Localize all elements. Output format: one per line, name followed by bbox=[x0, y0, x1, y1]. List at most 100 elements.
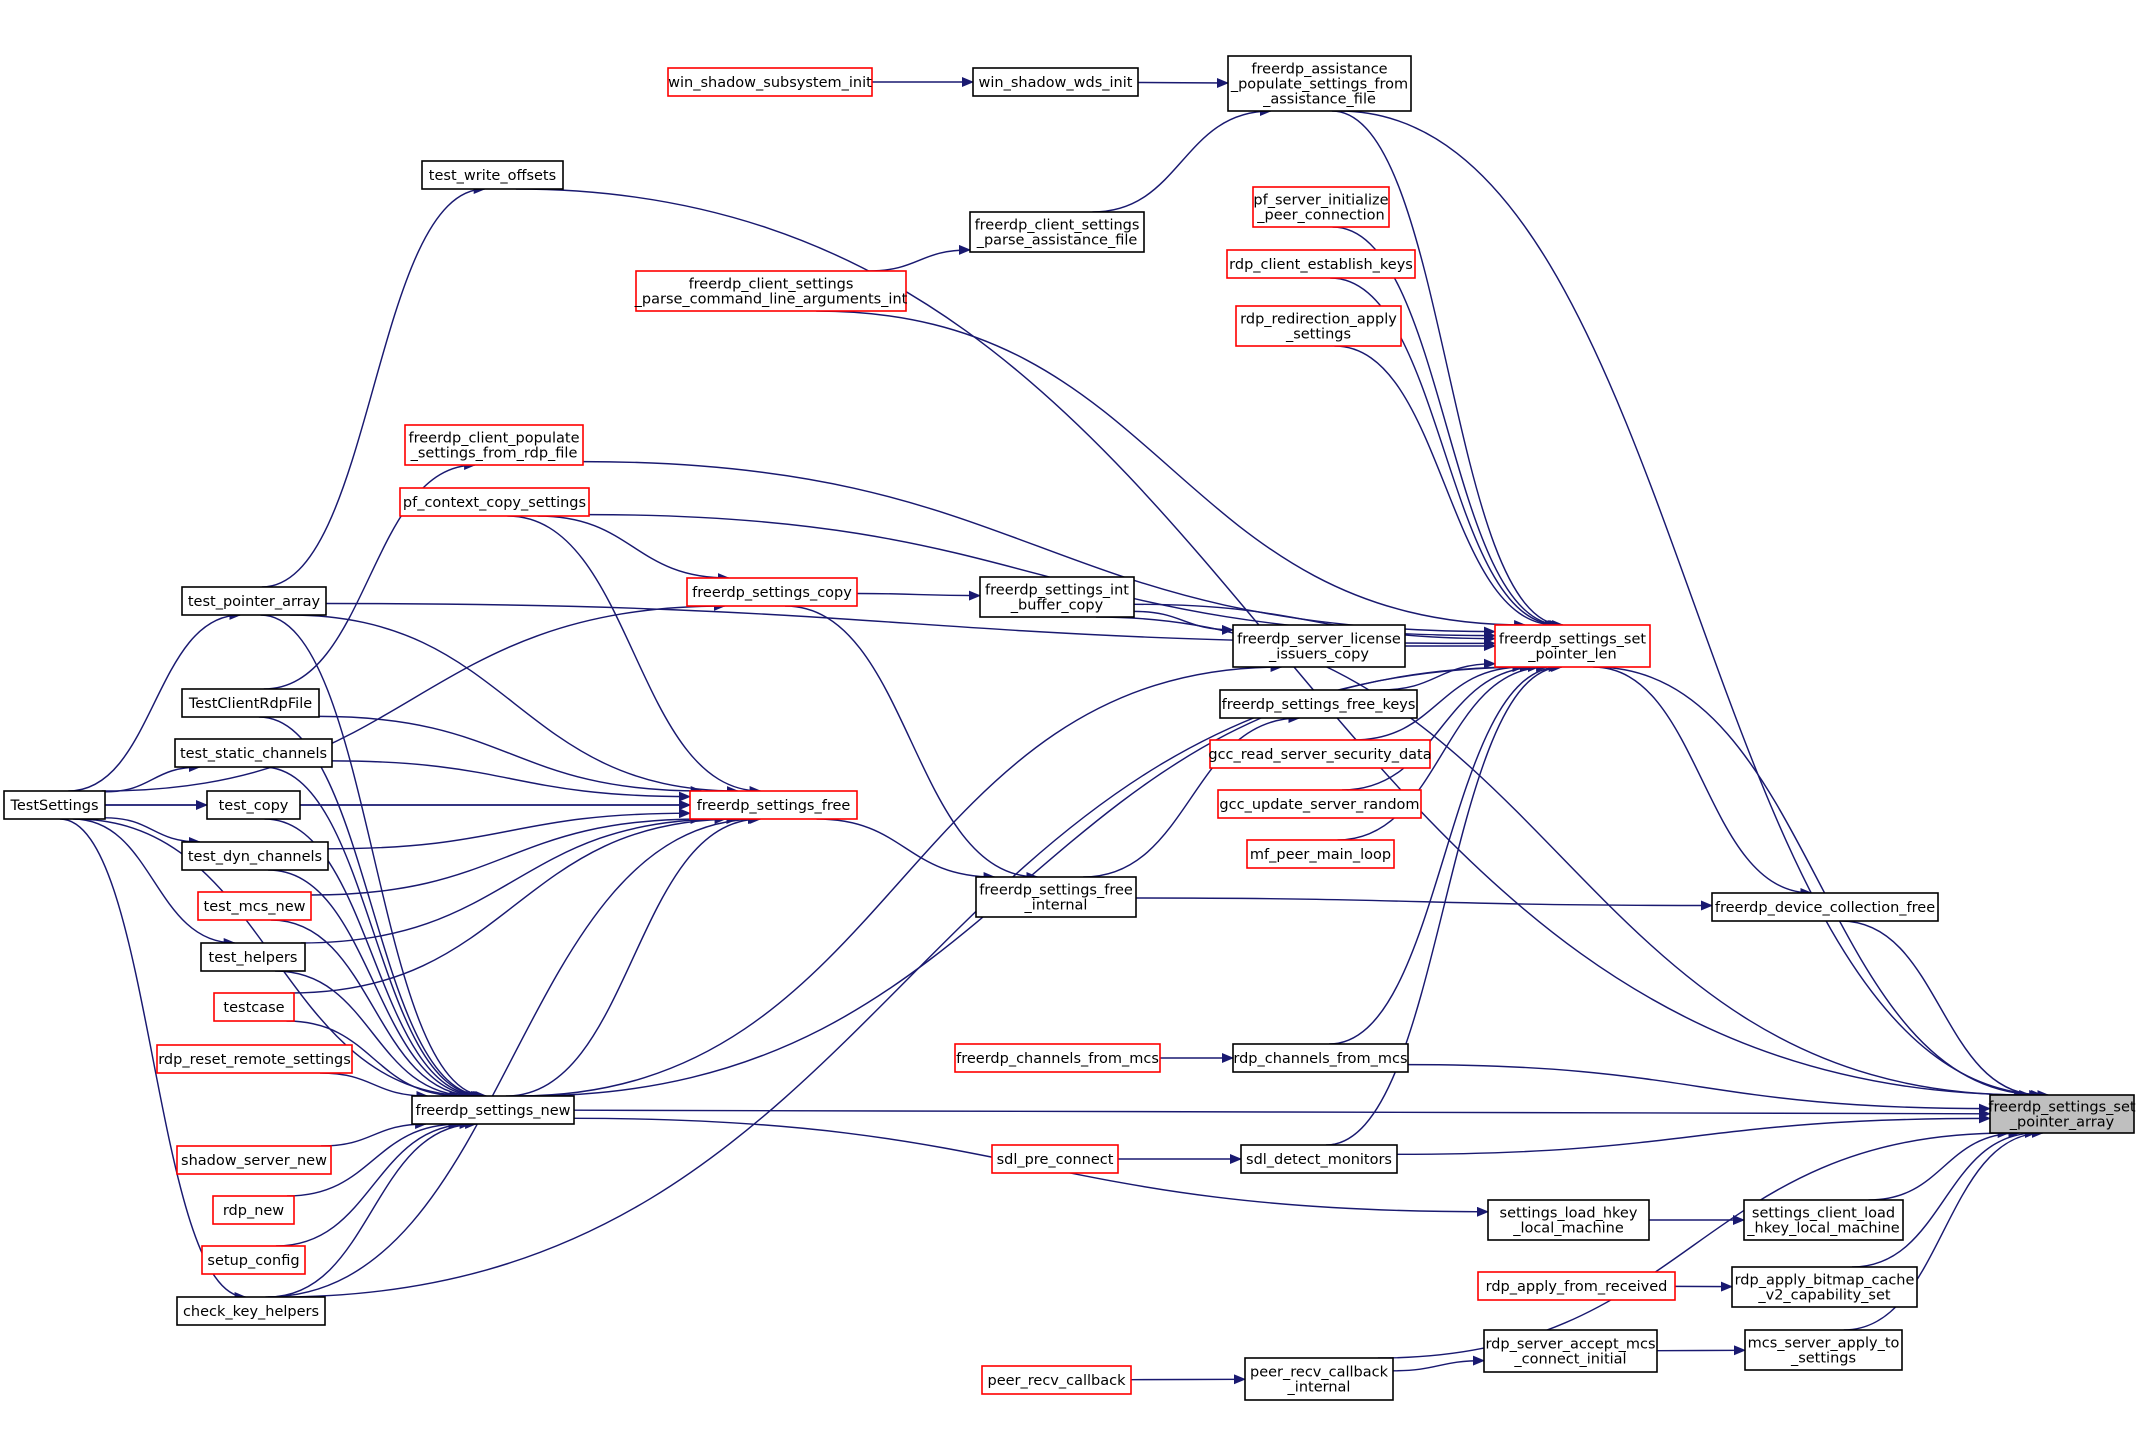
edge-sdl_detect_monitors-to-set_pointer_len bbox=[1325, 662, 1564, 1146]
edge-rdp_client_establish_keys-to-set_pointer_len bbox=[1330, 277, 1560, 630]
edge-set_pointer_len-to-device_collection_free bbox=[1592, 666, 1813, 898]
node-box bbox=[176, 1296, 326, 1326]
node-client_populate_rdp[interactable]: freerdp_client_populate_settings_from_rd… bbox=[404, 424, 584, 466]
node-settings_new[interactable]: freerdp_settings_new bbox=[411, 1095, 575, 1125]
node-pf_server_init_peer[interactable]: pf_server_initialize_peer_connection bbox=[1252, 186, 1390, 228]
node-channels_from_mcs_fr[interactable]: freerdp_channels_from_mcs bbox=[954, 1043, 1161, 1073]
node-label: _internal bbox=[1024, 898, 1088, 914]
node-box bbox=[975, 876, 1137, 918]
node-license_issuers_copy[interactable]: freerdp_server_license_issuers_copy bbox=[1232, 624, 1406, 668]
node-rdp_client_establish_keys[interactable]: rdp_client_establish_keys bbox=[1226, 249, 1416, 279]
node-win_shadow_subsystem_init[interactable]: win_shadow_subsystem_init bbox=[667, 67, 873, 97]
node-rdp_apply_from_received[interactable]: rdp_apply_from_received bbox=[1477, 1271, 1676, 1301]
node-client_parse_assistance[interactable]: freerdp_client_settings_parse_assistance… bbox=[969, 211, 1145, 253]
node-peer_recv_callback[interactable]: peer_recv_callback bbox=[981, 1365, 1132, 1395]
edge-gcc_read_sec-to-set_pointer_len bbox=[1352, 662, 1525, 741]
node-label: freerdp_client_settings bbox=[689, 277, 854, 293]
node-label: _peer_connection bbox=[1256, 208, 1384, 224]
node-rdp_server_accept_mcs[interactable]: rdp_server_accept_mcs_connect_initial bbox=[1483, 1329, 1658, 1373]
node-mcs_server_apply[interactable]: mcs_server_apply_to_settings bbox=[1744, 1329, 1903, 1371]
node-box bbox=[635, 270, 907, 312]
node-testcase[interactable]: testcase bbox=[213, 992, 295, 1022]
node-device_collection_free[interactable]: freerdp_device_collection_free bbox=[1711, 892, 1939, 922]
node-box bbox=[1227, 55, 1412, 112]
node-box bbox=[991, 1144, 1119, 1174]
node-rdp_reset_remote[interactable]: rdp_reset_remote_settings bbox=[156, 1044, 353, 1074]
node-win_shadow_wds_init[interactable]: win_shadow_wds_init bbox=[972, 67, 1139, 97]
node-settings_copy[interactable]: freerdp_settings_copy bbox=[686, 577, 858, 607]
node-assistance_populate[interactable]: freerdp_assistance_populate_settings_fro… bbox=[1227, 55, 1412, 112]
node-box bbox=[411, 1095, 575, 1125]
edge-TestClientRdpFile-to-settings_free bbox=[318, 715, 703, 796]
node-test_helpers[interactable]: test_helpers bbox=[200, 942, 306, 972]
node-label: freerdp_settings_set bbox=[1988, 1100, 2136, 1116]
node-label: _parse_assistance_file bbox=[976, 233, 1138, 249]
node-box bbox=[1246, 839, 1395, 869]
node-TestClientRdpFile[interactable]: TestClientRdpFile bbox=[181, 688, 320, 718]
node-box bbox=[3, 790, 106, 820]
node-set_pointer_len[interactable]: freerdp_settings_set_pointer_len bbox=[1494, 624, 1651, 668]
node-label: mf_peer_main_loop bbox=[1250, 847, 1391, 863]
node-label: peer_recv_callback bbox=[988, 1373, 1127, 1389]
node-label: test_copy bbox=[219, 798, 289, 814]
node-label: settings_load_hkey bbox=[1500, 1206, 1638, 1222]
node-pf_context_copy[interactable]: pf_context_copy_settings bbox=[399, 487, 590, 517]
node-box bbox=[1252, 186, 1390, 228]
node-box bbox=[1217, 789, 1422, 819]
node-box bbox=[421, 160, 564, 190]
node-label: gcc_read_server_security_data bbox=[1208, 747, 1431, 763]
node-settings_client_load_hkey[interactable]: settings_client_load_hkey_local_machine bbox=[1743, 1199, 1904, 1241]
node-label: freerdp_client_settings bbox=[975, 218, 1140, 234]
node-test_mcs_new[interactable]: test_mcs_new bbox=[197, 891, 312, 921]
edge-peer_recv_cb_internal-to-rdp_server_accept_mcs bbox=[1392, 1355, 1485, 1372]
node-test_copy[interactable]: test_copy bbox=[206, 790, 301, 820]
node-box bbox=[174, 738, 333, 768]
node-sdl_pre_connect[interactable]: sdl_pre_connect bbox=[991, 1144, 1119, 1174]
node-sdl_detect_monitors[interactable]: sdl_detect_monitors bbox=[1240, 1144, 1398, 1174]
node-check_key_helpers[interactable]: check_key_helpers bbox=[176, 1296, 326, 1326]
node-label: freerdp_server_license bbox=[1237, 632, 1401, 648]
edge-rdp_redirection_apply-to-set_pointer_len bbox=[1334, 345, 1557, 630]
node-rdp_apply_bitmap_cache[interactable]: rdp_apply_bitmap_cache_v2_capability_set bbox=[1731, 1266, 1918, 1308]
node-shadow_server_new[interactable]: shadow_server_new bbox=[176, 1145, 332, 1175]
node-test_dyn_channels[interactable]: test_dyn_channels bbox=[181, 841, 329, 871]
edge-TestSettings-to-test_helpers bbox=[72, 818, 236, 948]
node-box bbox=[197, 891, 312, 921]
edge-setup_config-to-settings_new bbox=[275, 1119, 472, 1247]
node-setup_config[interactable]: setup_config bbox=[201, 1245, 306, 1275]
edge-free_keys-to-set_pointer_len bbox=[1379, 658, 1496, 691]
node-int_buffer_copy[interactable]: freerdp_settings_int_buffer_copy bbox=[979, 576, 1135, 618]
node-test_write_offsets[interactable]: test_write_offsets bbox=[421, 160, 564, 190]
edge-settings_free-to-free_internal bbox=[816, 818, 996, 882]
node-rdp_channels_from_mcs[interactable]: rdp_channels_from_mcs bbox=[1232, 1043, 1409, 1073]
node-label: _internal bbox=[1287, 1380, 1351, 1396]
node-settings_load_hkey[interactable]: settings_load_hkey_local_machine bbox=[1487, 1199, 1650, 1241]
node-box bbox=[181, 841, 329, 871]
node-label: _connect_initial bbox=[1513, 1352, 1626, 1368]
node-label: rdp_reset_remote_settings bbox=[158, 1052, 351, 1068]
node-settings_free[interactable]: freerdp_settings_free bbox=[689, 790, 858, 820]
node-root[interactable]: freerdp_settings_set_pointer_array bbox=[1988, 1094, 2136, 1134]
node-box bbox=[1226, 249, 1416, 279]
node-gcc_update_random[interactable]: gcc_update_server_random bbox=[1217, 789, 1422, 819]
node-label: _assistance_file bbox=[1262, 92, 1376, 108]
node-gcc_read_sec[interactable]: gcc_read_server_security_data bbox=[1208, 739, 1432, 769]
node-free_keys[interactable]: freerdp_settings_free_keys bbox=[1219, 689, 1418, 719]
node-label: _local_machine bbox=[1512, 1221, 1624, 1237]
edge-set_pointer_len-to-root bbox=[1594, 666, 2044, 1100]
edge-testcase-to-settings_free bbox=[289, 814, 739, 994]
node-test_pointer_array[interactable]: test_pointer_array bbox=[181, 586, 327, 616]
node-mf_peer_main_loop[interactable]: mf_peer_main_loop bbox=[1246, 839, 1395, 869]
edge-test_mcs_new-to-settings_new bbox=[270, 919, 478, 1101]
node-TestSettings[interactable]: TestSettings bbox=[3, 790, 106, 820]
node-rdp_redirection_apply[interactable]: rdp_redirection_apply_settings bbox=[1235, 305, 1402, 347]
node-label: freerdp_assistance bbox=[1251, 62, 1387, 78]
node-free_internal[interactable]: freerdp_settings_free_internal bbox=[975, 876, 1137, 918]
node-peer_recv_cb_internal[interactable]: peer_recv_callback_internal bbox=[1244, 1357, 1394, 1401]
node-client_parse_cmdline[interactable]: freerdp_client_settings_parse_command_li… bbox=[634, 270, 908, 312]
node-rdp_new[interactable]: rdp_new bbox=[212, 1195, 295, 1225]
node-label: _hkey_local_machine bbox=[1746, 1221, 1899, 1237]
node-test_static_channels[interactable]: test_static_channels bbox=[174, 738, 333, 768]
node-box bbox=[969, 211, 1145, 253]
edge-test_mcs_new-to-settings_free bbox=[310, 814, 703, 896]
